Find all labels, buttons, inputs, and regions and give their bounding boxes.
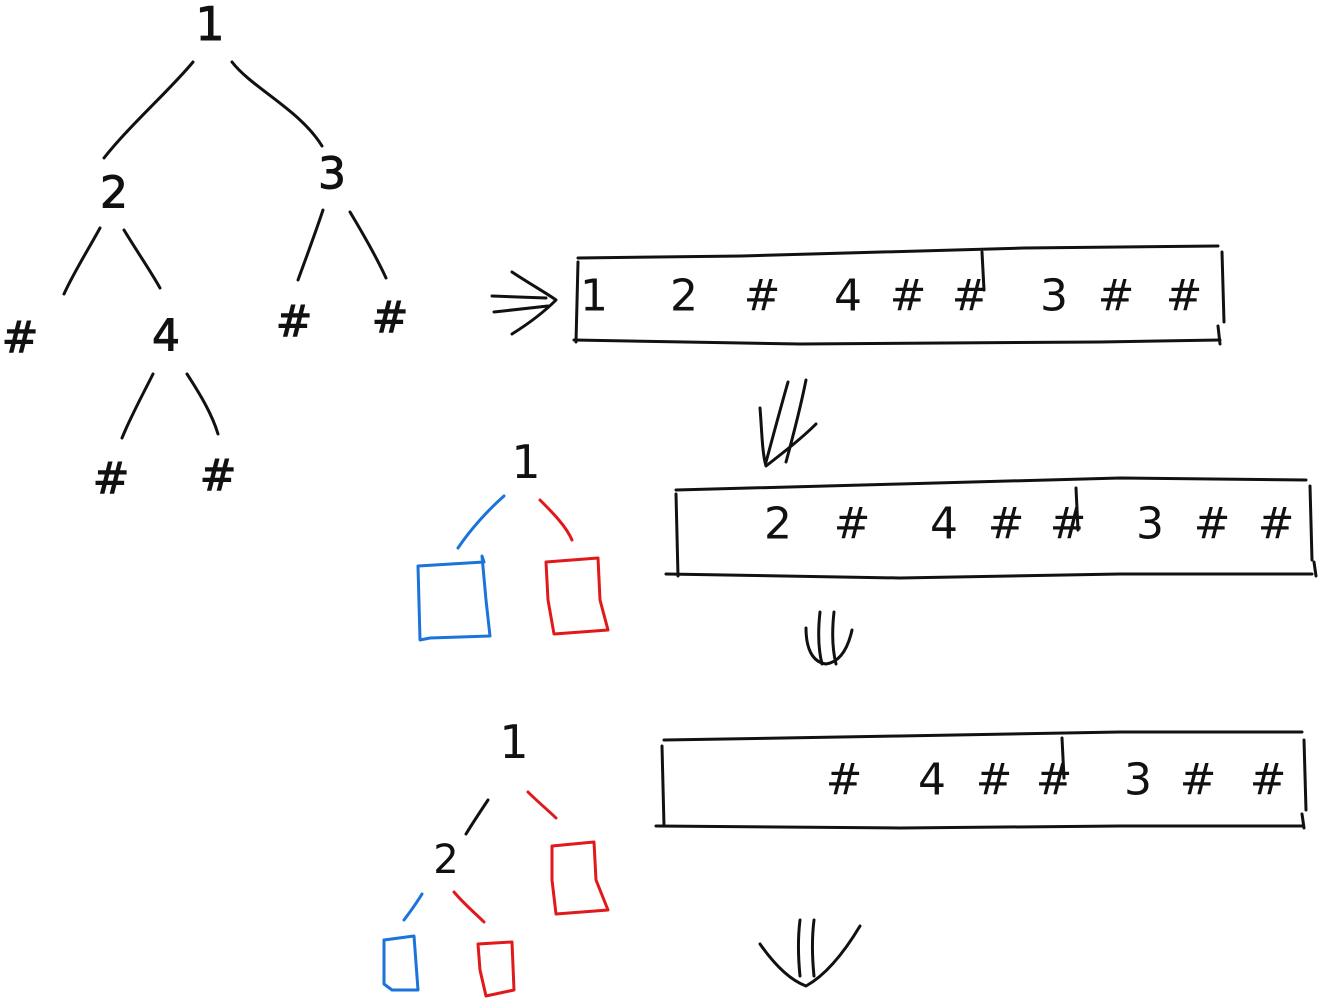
serialized-null-marker: #	[744, 271, 781, 322]
row-border	[980, 250, 986, 292]
serialized-cells: 2 #4 # #3 # #	[764, 499, 1294, 550]
serialized-null-marker: #	[1098, 271, 1135, 322]
serialized-value: 4	[930, 499, 958, 550]
tree-edge	[102, 60, 195, 160]
tree-edge	[62, 226, 102, 296]
tree-edge	[120, 372, 155, 440]
serialized-cells: #4 # #3 # #	[826, 755, 1287, 806]
right-subtree-placeholder	[544, 556, 610, 636]
tree-edge	[464, 798, 490, 836]
serialized-null-marker: #	[952, 271, 989, 322]
row-border	[660, 744, 666, 828]
tree-node-root: 1	[499, 715, 528, 769]
serialized-null-marker: #	[1166, 271, 1203, 322]
tree-edge	[348, 210, 388, 280]
double-down-arrow-icon	[804, 610, 854, 666]
right-subtree-edge	[538, 498, 574, 542]
row-border	[1216, 324, 1222, 346]
serialized-value: 4	[918, 755, 946, 806]
serialized-cells: 1 2 #4 # #3 # #	[580, 271, 1202, 322]
serialized-value: 2	[670, 271, 698, 322]
serialized-null-marker: #	[1036, 755, 1073, 806]
left-subtree-edge	[402, 892, 424, 922]
serialized-value: 3	[1040, 271, 1068, 322]
serialized-null-marker: #	[1050, 499, 1087, 550]
tree-edge	[296, 208, 325, 282]
row-border	[576, 244, 1220, 260]
tree-edge	[122, 228, 162, 290]
serialized-null-marker: #	[826, 755, 863, 806]
row-border	[1220, 250, 1226, 324]
tree-node-right: 3	[318, 149, 346, 200]
serialized-null-marker: #	[1180, 755, 1217, 806]
serialized-null-marker: #	[988, 499, 1025, 550]
tree-node-left: 2	[433, 837, 458, 883]
row-border	[1302, 738, 1308, 812]
serialized-null-marker: #	[1258, 499, 1295, 550]
left-subtree-placeholder	[416, 554, 492, 642]
serialized-value: 3	[1136, 499, 1164, 550]
right-subtree-placeholder	[476, 940, 516, 998]
row-border	[574, 260, 580, 344]
double-down-arrow-icon	[758, 378, 818, 468]
left-subtree-placeholder	[382, 934, 420, 992]
row-border	[1312, 560, 1318, 578]
row-border	[674, 492, 680, 578]
serialized-row-step2: #4 # #3 # #	[654, 730, 1308, 830]
serialized-value: 3	[1124, 755, 1152, 806]
double-down-arrow-icon	[758, 918, 862, 988]
row-border	[1308, 484, 1314, 562]
tree-null-marker: #	[200, 451, 237, 502]
row-border	[662, 730, 1304, 742]
row-border	[654, 824, 1304, 830]
serialized-value: 1	[580, 271, 608, 322]
right-subtree-edge	[452, 890, 486, 924]
tree-null-marker: #	[93, 454, 130, 505]
partial-tree-root-only: 1	[416, 435, 610, 642]
tree-node-root: 1	[511, 435, 540, 489]
partial-tree-with-left-child: 1 2	[382, 715, 610, 998]
right-subtree-edge	[526, 790, 558, 820]
serialized-null-marker: #	[1194, 499, 1231, 550]
double-right-arrow-icon	[490, 270, 558, 336]
tree-node-four: 4	[152, 311, 180, 362]
tree-null-marker: #	[276, 297, 313, 348]
serialized-null-marker: #	[834, 499, 871, 550]
serialized-null-marker: #	[890, 271, 927, 322]
tree-edge	[185, 372, 220, 436]
right-subtree-placeholder	[550, 840, 610, 916]
row-border	[1074, 486, 1080, 532]
serialized-value: 4	[834, 271, 862, 322]
row-border	[674, 476, 1308, 492]
tree-null-marker: #	[372, 293, 409, 344]
tree-node-root: 1	[195, 0, 224, 51]
row-border	[572, 338, 1222, 346]
serialized-null-marker: #	[1250, 755, 1287, 806]
serialized-row-full: 1 2 #4 # #3 # #	[572, 244, 1226, 346]
left-subtree-edge	[456, 494, 506, 550]
full-tree: 1 2 3 # 4 # # # #	[1, 0, 409, 505]
tree-null-marker: #	[2, 313, 39, 364]
serialized-row-step1: 2 #4 # #3 # #	[664, 476, 1318, 580]
row-border	[1300, 812, 1306, 830]
row-border	[1060, 736, 1066, 780]
row-border	[664, 572, 1314, 580]
tree-edge	[230, 60, 324, 148]
serialized-value: 2	[764, 499, 792, 550]
tree-node-left: 2	[100, 168, 128, 219]
serialized-null-marker: #	[976, 755, 1013, 806]
